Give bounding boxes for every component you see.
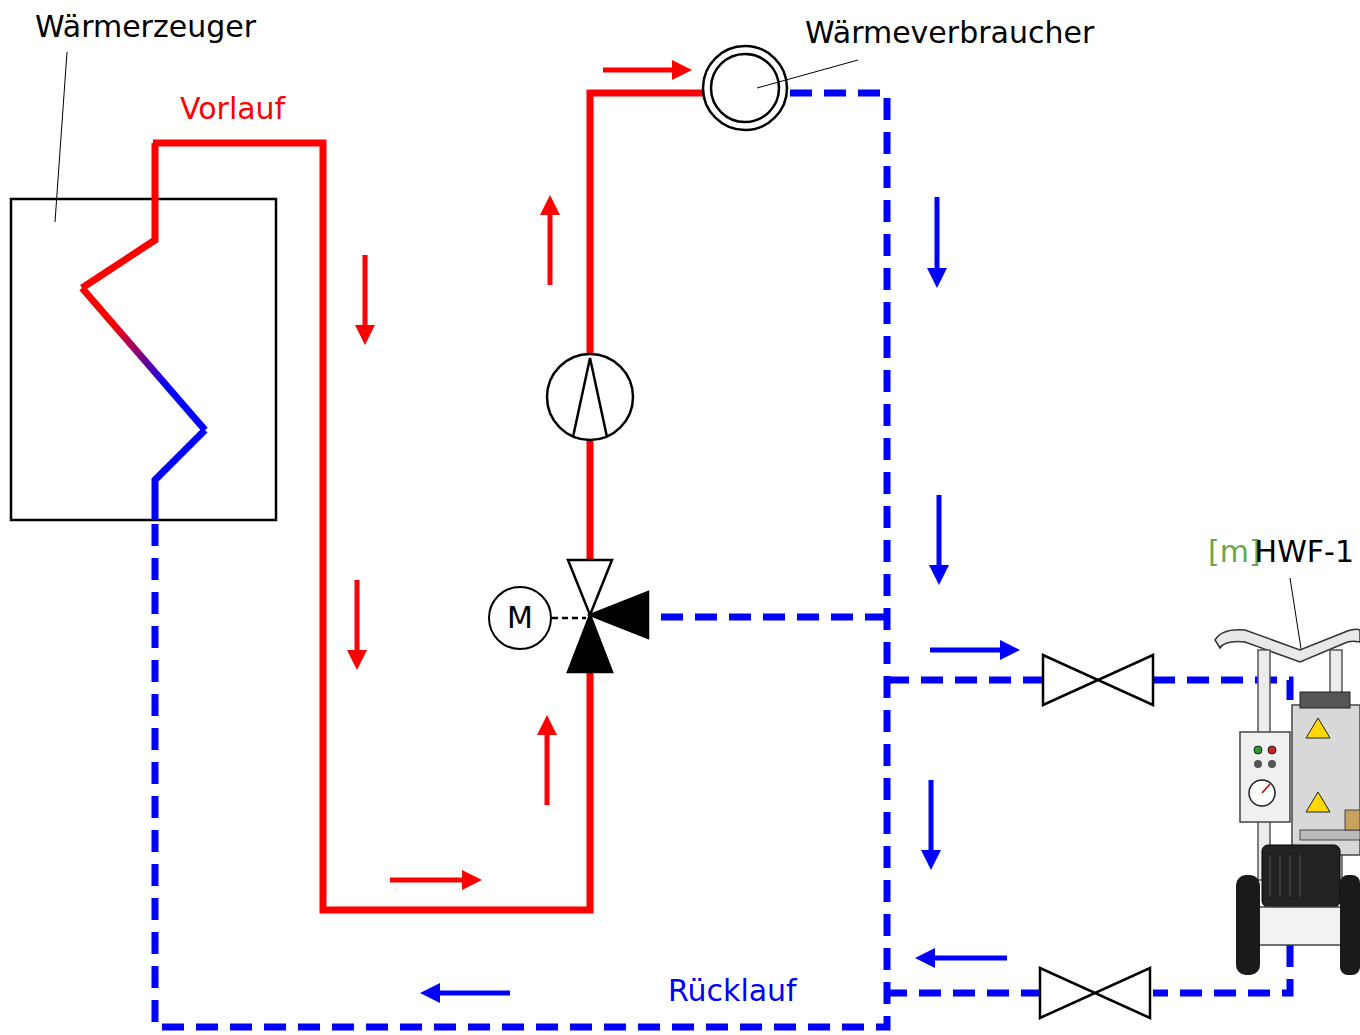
heat-consumer bbox=[711, 54, 779, 122]
flow-arrow bbox=[357, 70, 682, 880]
return-pipe bbox=[155, 93, 1290, 1027]
return-pipe bbox=[155, 430, 205, 520]
supply-pipe bbox=[590, 93, 703, 354]
supply-pipe bbox=[153, 143, 590, 910]
pump-symbol bbox=[573, 358, 607, 437]
supply-pipe bbox=[587, 440, 594, 560]
line-label: Rücklauf bbox=[668, 974, 797, 1009]
shutoff-valve bbox=[1040, 655, 1153, 1018]
device-label: HWF-1 bbox=[1255, 535, 1354, 570]
component-label: Wärmerzeuger bbox=[35, 10, 256, 45]
motor-actuator: M bbox=[488, 586, 552, 650]
pump-symbol bbox=[547, 354, 633, 440]
component-label: Wärmeverbraucher bbox=[805, 16, 1094, 51]
heat-exchanger bbox=[82, 288, 205, 430]
heat-consumer bbox=[703, 46, 787, 130]
mixing-valve bbox=[568, 560, 648, 672]
leader-line bbox=[55, 52, 67, 222]
leader-line bbox=[757, 60, 858, 88]
line-label: Vorlauf bbox=[180, 92, 285, 127]
node-text: M bbox=[507, 603, 533, 633]
flushing-device bbox=[1215, 578, 1360, 975]
flow-arrow bbox=[430, 197, 1010, 993]
brand-mark: [m] bbox=[1208, 535, 1261, 570]
supply-pipe bbox=[82, 143, 155, 288]
actuator-link bbox=[552, 617, 586, 620]
